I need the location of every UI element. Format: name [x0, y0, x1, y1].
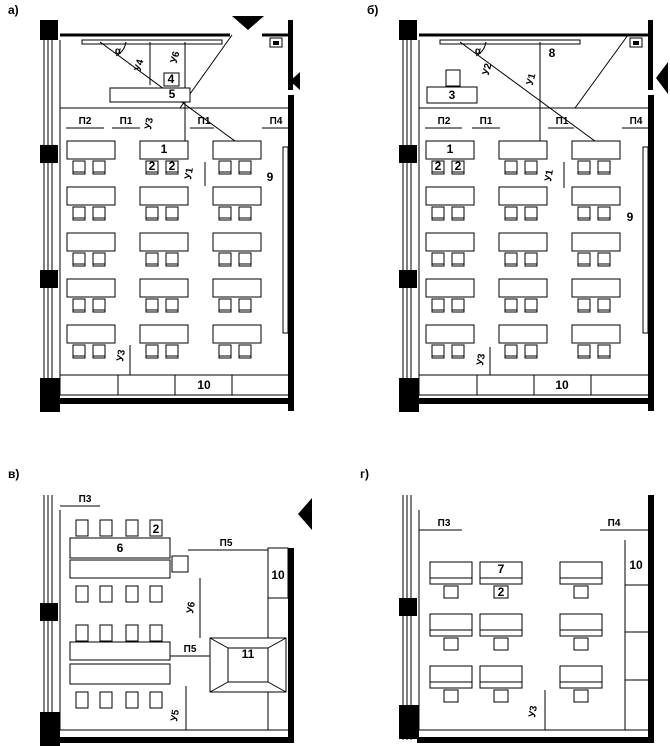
- panel-b-p1a: П1: [480, 116, 493, 127]
- panel-a-u1: У1: [183, 166, 196, 180]
- panel-a-u6: У6: [169, 50, 183, 65]
- panel-a-num-5: 5: [169, 87, 176, 101]
- panel-a-p1a: П1: [120, 116, 133, 127]
- panel-a-num-9: 9: [267, 170, 274, 184]
- panel-g-p3: П3: [438, 518, 451, 529]
- panel-g-p4: П4: [608, 518, 621, 529]
- panel-b-num-2a: 2: [435, 159, 442, 173]
- panel-g-u3: У3: [527, 704, 540, 718]
- panel-a-desks: [67, 141, 261, 358]
- panel-v-p5-top: П5: [220, 538, 233, 549]
- panel-v-u5: У5: [169, 708, 182, 722]
- panel-v-u6: У6: [185, 600, 198, 614]
- panel-v-left-wall: [40, 495, 61, 746]
- panel-b-label: б): [367, 3, 378, 17]
- panel-b-num-3: 3: [449, 88, 456, 102]
- panel-v-table-group-1: [69, 519, 189, 603]
- panel-v-p3: П3: [79, 494, 92, 505]
- panel-b-num-10: 10: [555, 378, 569, 392]
- panel-b-num-8: 8: [549, 46, 556, 60]
- panel-g: г) 10 П3 П4: [360, 467, 654, 743]
- panel-a: а) 10 α 4 5 У4 У6 П2 П1 П1: [8, 3, 300, 412]
- panel-b-num-2b: 2: [455, 159, 462, 173]
- panel-g-label: г): [360, 467, 369, 481]
- panel-g-num-7: 7: [498, 562, 505, 576]
- panel-a-p4: П4: [270, 116, 283, 127]
- panel-v-table-group-2: [69, 624, 171, 709]
- panel-a-left-wall: [40, 20, 61, 412]
- panel-a-u3-top: У3: [143, 116, 156, 130]
- panel-b-p2: П2: [438, 116, 451, 127]
- panel-a-u3-bottom: У3: [115, 348, 128, 362]
- panel-b-u1: У1: [543, 168, 556, 182]
- panel-b-u3: У3: [475, 352, 488, 366]
- panel-v-num-6: 6: [117, 541, 124, 555]
- panel-b-num-1: 1: [447, 142, 454, 156]
- panel-a-label: а): [8, 3, 19, 17]
- panel-b-alpha: α: [475, 46, 482, 57]
- panel-v-p5-mid: П5: [184, 644, 197, 655]
- panel-v-num-10: 10: [271, 568, 285, 582]
- panel-b-u1-top: У1: [525, 72, 539, 87]
- panel-v: в) 10 П3 2 6 П5 У6: [8, 467, 312, 746]
- panel-v-num-2: 2: [153, 522, 160, 536]
- panel-a-num-2a: 2: [149, 159, 156, 173]
- panel-v-num-11: 11: [242, 647, 255, 661]
- panel-a-p1b: П1: [198, 116, 211, 127]
- panel-a-alpha: α: [115, 46, 122, 57]
- panel-a-num-4: 4: [168, 72, 175, 86]
- panel-b-left-wall: [399, 20, 420, 412]
- panel-b: б) 10 α 8 3 У2 У1 П2 П1 П1 П4 9 У1: [367, 3, 668, 412]
- panel-a-num-2b: 2: [169, 159, 176, 173]
- panel-a-p2: П2: [79, 116, 92, 127]
- panel-a-num-1: 1: [161, 142, 168, 156]
- panel-g-num-10: 10: [629, 558, 643, 572]
- panel-b-desks: [426, 141, 620, 358]
- panel-a-num-10: 10: [197, 378, 211, 392]
- panel-v-label: в): [8, 467, 19, 481]
- panel-g-num-2: 2: [498, 585, 505, 599]
- panel-a-top-wall: [60, 16, 300, 90]
- panel-b-num-9: 9: [627, 210, 634, 224]
- panel-v-teacher-table: [209, 637, 287, 693]
- panel-b-p4: П4: [630, 116, 643, 127]
- panel-b-p1b: П1: [556, 116, 569, 127]
- panel-g-desks: [429, 561, 603, 703]
- panel-g-left-wall: [399, 495, 420, 740]
- panel-a-u4: У4: [133, 58, 147, 73]
- panel-b-u2: У2: [481, 62, 495, 77]
